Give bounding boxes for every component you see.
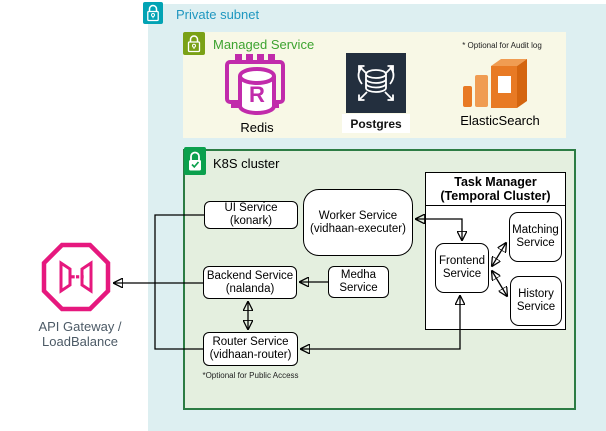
worker-service-subname: (vidhaan-executer): [310, 222, 406, 235]
task-manager-title-line2: (Temporal Cluster): [440, 189, 551, 203]
frontend-service-subname: Service: [442, 268, 482, 280]
api-gateway-icon: [41, 242, 111, 312]
frontend-service-name: Frontend: [438, 255, 486, 267]
backend-service-subname: (nalanda): [225, 282, 275, 295]
public-access-note: *Optional for Public Access: [202, 371, 299, 380]
elasticsearch-icon: [463, 59, 527, 108]
postgres-icon: [346, 53, 406, 113]
backend-service-node: Backend Service (nalanda): [203, 266, 297, 299]
api-gateway-label: API Gateway / LoadBalance: [38, 319, 122, 349]
history-service-subname: Service: [516, 301, 556, 313]
router-service-subname: (vidhaan-router): [209, 349, 292, 361]
worker-service-name: Worker Service: [318, 209, 398, 222]
history-service-node: History Service: [510, 276, 562, 326]
ui-service-node: UI Service (konark): [204, 201, 298, 229]
svg-text:R: R: [249, 82, 265, 107]
managed-service-lock-icon: [183, 32, 205, 55]
frontend-service-node: Frontend Service: [435, 243, 489, 293]
medha-service-name: Medha: [340, 269, 377, 281]
medha-service-node: Medha Service: [328, 266, 389, 298]
router-service-node: Router Service (vidhaan-router): [203, 332, 298, 366]
redis-icon: R: [225, 54, 285, 115]
managed-service-label: Managed Service: [213, 37, 315, 52]
router-service-name: Router Service: [212, 336, 289, 348]
worker-service-node: Worker Service (vidhaan-executer): [303, 189, 413, 256]
task-manager-title: Task Manager (Temporal Cluster): [426, 173, 565, 206]
redis-label: Redis: [240, 120, 274, 135]
ui-service-name: UI Service: [224, 202, 278, 214]
audit-log-note: * Optional for Audit log: [462, 41, 542, 50]
postgres-label: Postgres: [342, 114, 410, 133]
matching-service-name: Matching: [512, 224, 559, 236]
matching-service-node: Matching Service: [509, 212, 562, 262]
private-subnet-label: Private subnet: [176, 7, 260, 22]
private-subnet-lock-icon: [143, 2, 163, 24]
history-service-name: History: [518, 288, 554, 300]
ui-service-subname: (konark): [229, 215, 273, 227]
k8s-lock-icon: [184, 147, 206, 175]
matching-service-subname: Service: [516, 237, 555, 249]
medha-service-subname: Service: [339, 282, 378, 294]
elasticsearch-label: ElasticSearch: [460, 113, 540, 128]
k8s-cluster-label: K8S cluster: [213, 156, 280, 171]
backend-service-name: Backend Service: [206, 269, 294, 282]
task-manager-title-line1: Task Manager: [454, 175, 537, 189]
